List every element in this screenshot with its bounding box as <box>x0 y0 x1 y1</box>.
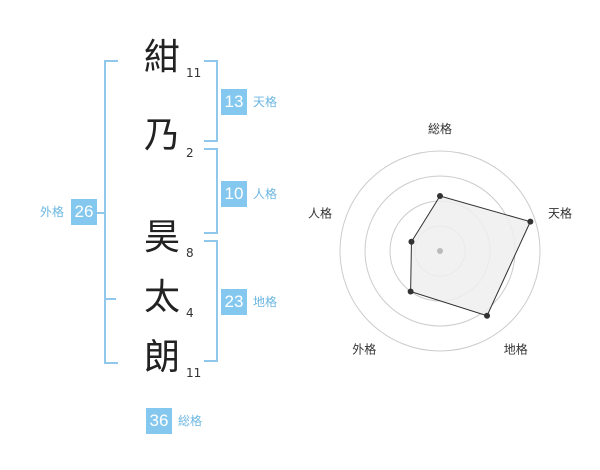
radar-axis-label-1: 総格 <box>428 121 452 136</box>
radar-point-5 <box>408 238 415 245</box>
gaikaku-bracket <box>104 60 118 364</box>
chikaku-badge: 23 <box>221 289 247 315</box>
tenkaku-badge: 13 <box>221 89 247 115</box>
radar-center-dot <box>437 248 443 254</box>
gaikaku-label: 外格 <box>40 205 65 219</box>
stroke-count-1: 11 <box>186 66 202 80</box>
name-char-5: 朗 <box>143 337 180 378</box>
stroke-count-3: 8 <box>186 246 194 260</box>
stroke-count-5: 11 <box>186 366 202 380</box>
stroke-count-4: 4 <box>186 306 194 320</box>
jinkaku-label: 人格 <box>253 187 278 201</box>
chikaku-label: 地格 <box>253 295 278 309</box>
gaikaku-badge: 26 <box>71 199 97 225</box>
name-char-1: 紺 <box>143 37 180 78</box>
jinkaku-bracket <box>204 148 218 234</box>
radar-axis-label-5: 人格 <box>308 205 332 220</box>
radar-axis-label-3: 地格 <box>504 342 528 357</box>
tenkaku-bracket <box>204 60 218 142</box>
jinkaku-badge: 10 <box>221 181 247 207</box>
stroke-count-2: 2 <box>186 146 194 160</box>
radar-point-1 <box>437 193 443 199</box>
radar-point-3 <box>484 312 491 319</box>
radar-axis-label-2: 天格 <box>548 205 572 220</box>
name-char-3: 昊 <box>143 217 180 258</box>
name-char-4: 太 <box>143 277 180 318</box>
soukaku-label: 総格 <box>178 414 203 428</box>
radar-point-4 <box>407 288 414 295</box>
gaikaku-connector <box>96 212 104 214</box>
radar-grid-ring-4 <box>339 150 541 352</box>
name-char-2: 乃 <box>143 115 180 156</box>
tenkaku-label: 天格 <box>253 95 278 109</box>
chikaku-bracket <box>204 240 218 362</box>
radar-point-2 <box>527 218 534 225</box>
gaikaku-inner-tick <box>106 298 116 300</box>
soukaku-badge: 36 <box>146 408 172 434</box>
radar-axis-label-4: 外格 <box>352 342 376 357</box>
radar-data-polygon <box>410 195 532 317</box>
